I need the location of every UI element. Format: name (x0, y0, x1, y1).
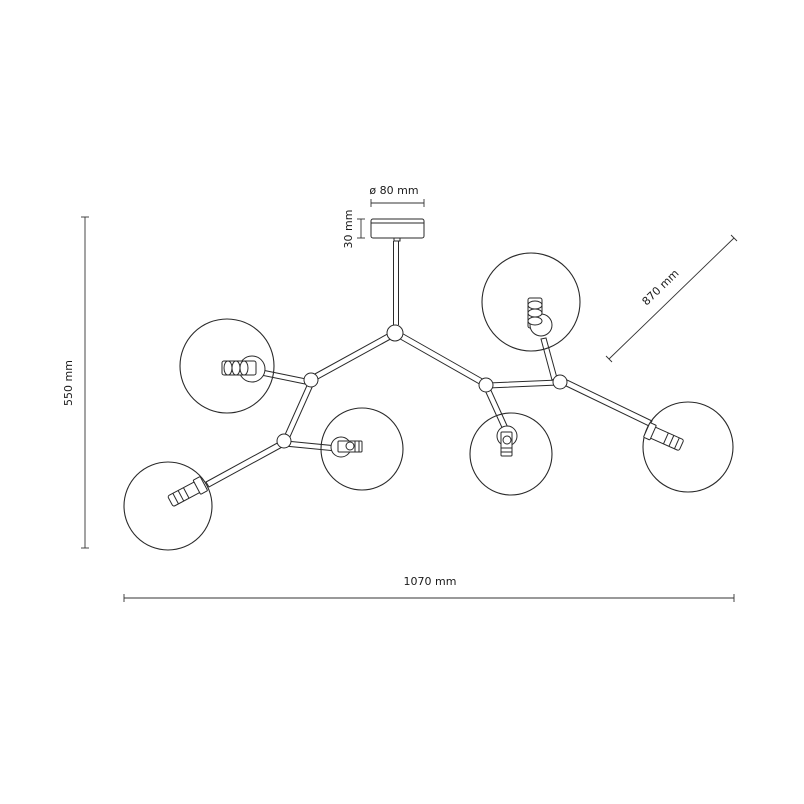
canopy-height-label: 30 mm (342, 210, 355, 249)
globe-upper-right (481, 252, 581, 352)
canopy (370, 218, 425, 242)
canopy-diameter-label: ø 80 mm (369, 184, 418, 197)
diagonal-label: 870 mm (640, 267, 682, 308)
dimension-diagonal: 870 mm (605, 234, 738, 363)
globe-middle-right (469, 412, 553, 496)
globe-upper-left (179, 318, 275, 414)
dimension-total-height: 550 mm (62, 216, 89, 549)
total-height-label: 550 mm (62, 360, 75, 406)
globe-lower-left (123, 461, 213, 551)
dimension-canopy-height: 30 mm (342, 210, 365, 249)
socket-upper-right (527, 297, 553, 337)
socket-middle-left (330, 436, 363, 458)
socket-lower-right (643, 422, 684, 451)
globe-middle-left (320, 407, 404, 491)
total-width-label: 1070 mm (404, 575, 457, 588)
center-rod (393, 241, 399, 325)
socket-lower-left (167, 476, 208, 507)
globe-lower-right (642, 401, 734, 493)
dimension-total-width: 1070 mm (123, 575, 735, 602)
socket-middle-right (496, 425, 518, 457)
joints (276, 324, 568, 449)
hub-joint (386, 324, 404, 342)
globes (123, 252, 734, 551)
socket-upper-left (221, 355, 266, 383)
right-joint (478, 377, 494, 393)
dimension-canopy-diameter: ø 80 mm (369, 184, 425, 207)
lower-left-joint (276, 433, 292, 449)
far-right-joint (552, 374, 568, 390)
left-joint (303, 372, 319, 388)
